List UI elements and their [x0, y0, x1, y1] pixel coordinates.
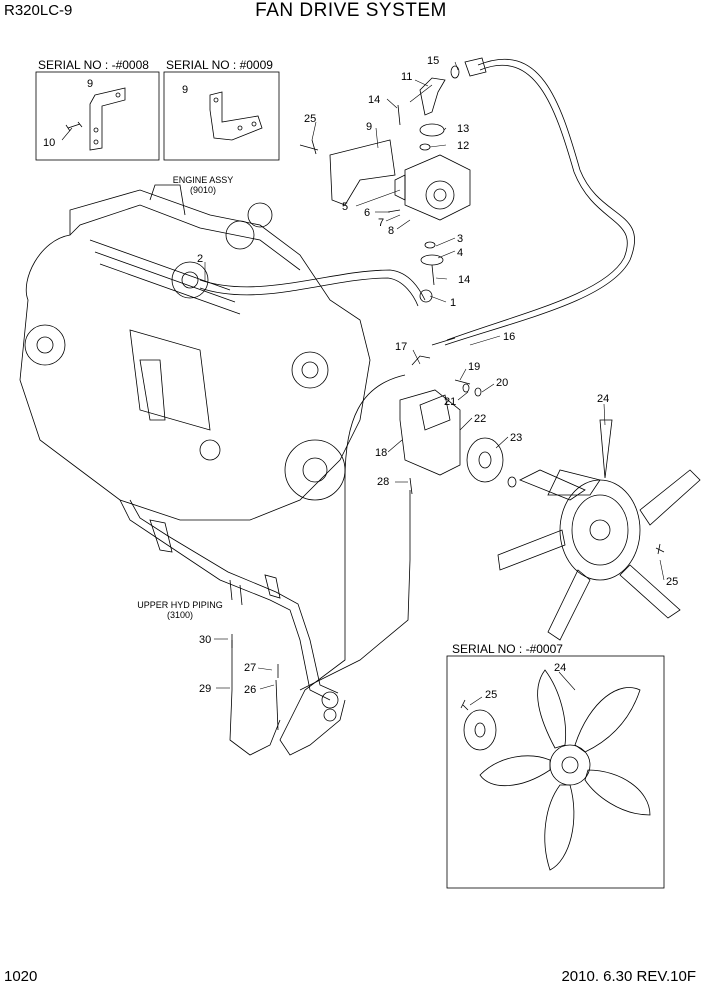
callout-19: 19 — [468, 361, 480, 373]
engine-assy-ref: (9010) — [189, 185, 216, 195]
callout-1: 1 — [450, 297, 456, 309]
callout-15: 15 — [427, 55, 439, 67]
callout-25b: 25 — [666, 576, 678, 588]
upper-hyd-note: UPPER HYD PIPING (3100) — [125, 600, 235, 620]
callout-9: 9 — [366, 121, 372, 133]
callout-24: 24 — [597, 393, 609, 405]
callout-5: 5 — [342, 201, 348, 213]
revision-date: 2010. 6.30 REV.10F — [561, 968, 696, 985]
callout-9-inset: 9 — [87, 78, 93, 90]
callout-9-inset: 9 — [182, 84, 188, 96]
callout-8: 8 — [388, 225, 394, 237]
callout-18: 18 — [375, 447, 387, 459]
bracket-shape — [209, 91, 263, 141]
callout-3: 3 — [457, 233, 463, 245]
callout-numbers: 1 2 3 4 5 6 7 8 9 9 9 10 11 12 13 14 14 … — [43, 55, 678, 701]
engine-assy-text: ENGINE ASSY — [172, 175, 234, 185]
callout-29: 29 — [199, 683, 211, 695]
engine-assy-note: ENGINE ASSY (9010) — [158, 175, 248, 195]
callout-12: 12 — [457, 140, 469, 152]
fan-motor — [399, 389, 517, 488]
callout-7: 7 — [378, 217, 384, 229]
callout-26: 26 — [244, 684, 256, 696]
leader-lines — [61, 61, 665, 706]
callout-14b: 14 — [458, 274, 470, 286]
fan-24-inset — [460, 669, 651, 871]
callout-21: 21 — [444, 396, 456, 408]
callout-27: 27 — [244, 662, 256, 674]
callout-2: 2 — [197, 253, 203, 265]
inset-serial-label: SERIAL NO : #0009 — [166, 58, 273, 72]
callout-11: 11 — [401, 71, 412, 83]
inset-serial-label: SERIAL NO : -#0008 — [38, 58, 149, 72]
page-number: 1020 — [4, 968, 38, 985]
upper-hyd-text: UPPER HYD PIPING — [137, 600, 223, 610]
piping-assembly — [119, 499, 339, 722]
page-title: FAN DRIVE SYSTEM — [255, 0, 447, 21]
callout-24-inset: 24 — [554, 662, 566, 674]
callout-25: 25 — [304, 113, 316, 125]
callout-14: 14 — [368, 94, 380, 106]
inset-box — [163, 71, 280, 161]
engine-assembly — [19, 184, 371, 521]
callout-20: 20 — [496, 377, 508, 389]
callout-30: 30 — [199, 634, 211, 646]
inset-box — [35, 71, 160, 161]
callout-25-inset: 25 — [485, 689, 497, 701]
callout-13: 13 — [457, 123, 469, 135]
bracket-shape — [65, 87, 126, 151]
upper-hyd-ref: (3100) — [166, 610, 193, 620]
callout-4: 4 — [457, 247, 463, 259]
callout-23: 23 — [510, 432, 522, 444]
fan-24 — [497, 419, 701, 641]
inset-serial-label: SERIAL NO : -#0007 — [452, 642, 563, 656]
callout-28: 28 — [377, 476, 389, 488]
model-label: R320LC-9 — [4, 2, 73, 19]
callout-22: 22 — [474, 413, 486, 425]
callout-16: 16 — [503, 331, 515, 343]
hose-16 — [444, 58, 636, 346]
inset-box — [446, 655, 665, 889]
callout-6: 6 — [364, 207, 370, 219]
gear-pump — [394, 154, 471, 221]
bolt-icons — [231, 104, 482, 678]
callout-10: 10 — [43, 137, 55, 149]
callout-17: 17 — [395, 341, 407, 353]
